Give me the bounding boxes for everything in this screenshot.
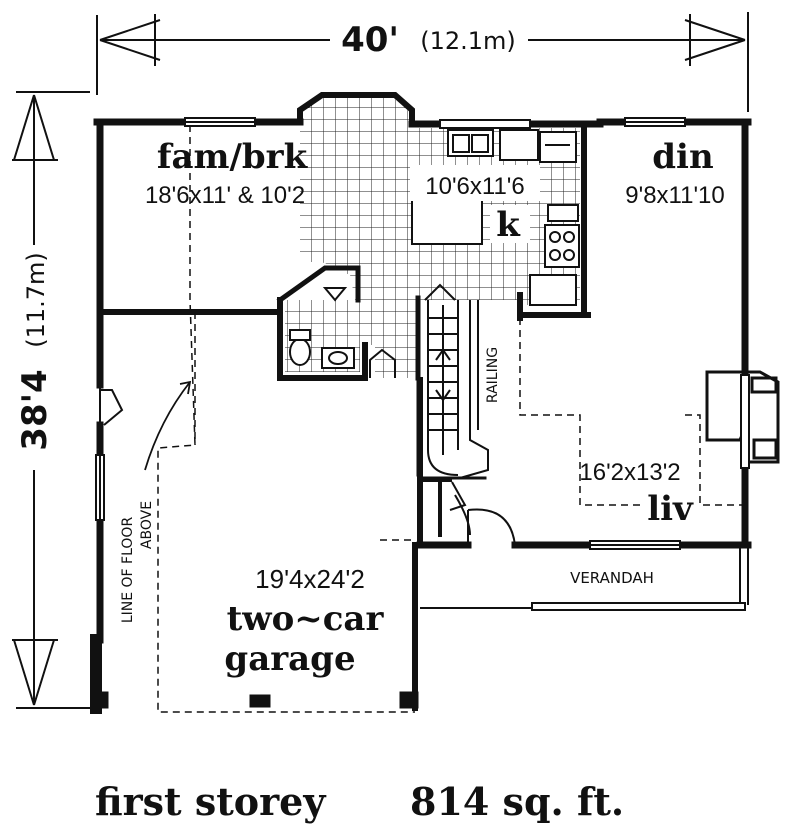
dashed-lines (157, 125, 745, 713)
room-labels: fam/brk 18'6x11' & 10'2 10'6x11'6 k din … (145, 137, 725, 679)
floor-above-arrow (144, 380, 192, 471)
dimension-lines (12, 12, 749, 709)
floor-above-label-line1: LINE OF FLOOR (120, 517, 136, 624)
dining-name: din (652, 137, 713, 177)
width-label: 40' (341, 20, 399, 60)
dining-size: 9'8x11'10 (625, 182, 724, 209)
staircase (427, 300, 489, 479)
plan-caption: first storey 814 sq. ft. (95, 779, 624, 824)
railing-label: RAILING (485, 347, 501, 403)
caption-area: 814 sq. ft. (410, 779, 624, 824)
kitchen-island (411, 199, 483, 245)
windows (95, 117, 750, 550)
caption-label: first storey (95, 779, 326, 824)
living-size: 16'2x13'2 (579, 459, 680, 486)
kitchen-size: 10'6x11'6 (425, 173, 524, 200)
stove (544, 224, 580, 268)
doors (99, 283, 516, 546)
verandah-label: VERANDAH (570, 569, 654, 587)
annotations: RAILING LINE OF FLOOR ABOVE VERANDAH (120, 330, 654, 623)
verandah (420, 548, 749, 611)
living-name: liv (647, 489, 694, 529)
garage-size: 19'4x24'2 (255, 564, 365, 594)
depth-metric-label: (11.7m) (22, 252, 50, 348)
dimension-labels: 40' (12.1m) 38'4 (11.7m) (14, 20, 528, 470)
fam-brk-size: 18'6x11' & 10'2 (145, 182, 305, 209)
fixtures (289, 129, 580, 369)
garage-name-line2: garage (224, 639, 355, 679)
garage-name-line1: two~car (227, 599, 385, 639)
floor-above-label-line2: ABOVE (139, 501, 155, 549)
fam-brk-name: fam/brk (157, 137, 309, 177)
depth-label: 38'4 (15, 369, 55, 450)
kitchen-name: k (496, 205, 521, 245)
toilet (289, 338, 311, 366)
width-metric-label: (12.1m) (420, 27, 516, 55)
